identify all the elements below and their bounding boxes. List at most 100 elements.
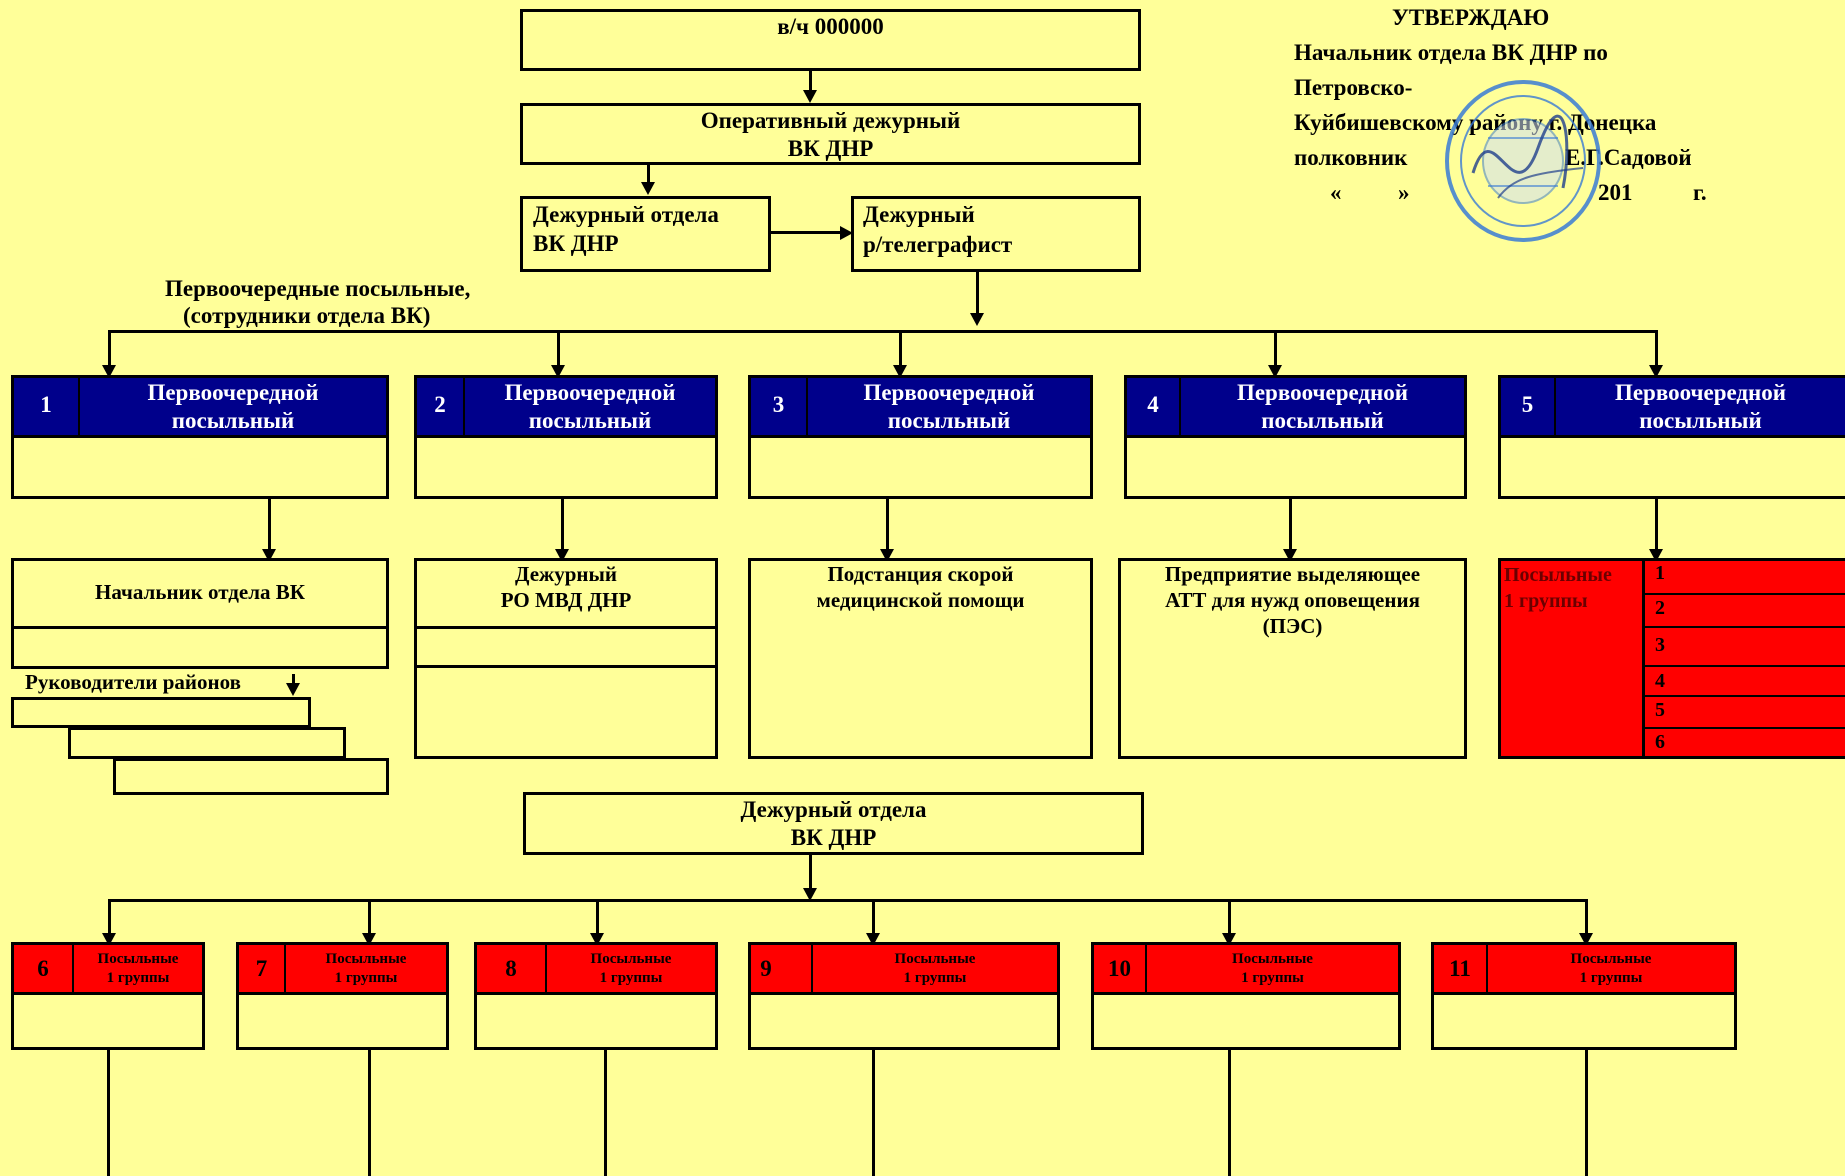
- group1-label-line1: Посыльные: [1504, 564, 1612, 586]
- connector: [596, 899, 599, 939]
- divider: [78, 378, 80, 437]
- divider: [11, 992, 205, 995]
- connector: [1228, 899, 1231, 939]
- divider: [545, 945, 547, 993]
- arrow-down-icon: [641, 182, 655, 195]
- divider: [1645, 695, 1845, 697]
- connector: [976, 272, 979, 315]
- priority-messenger-2-label-1: Первоочередной: [504, 380, 676, 405]
- priority-messenger-4-header: [1127, 378, 1464, 437]
- connector-bus: [108, 330, 1658, 333]
- group1-messengers-box: [1498, 558, 1845, 759]
- ambulance-line1: Подстанция скорой: [827, 562, 1014, 586]
- approval-line1: Начальник отдела ВК ДНР по: [1294, 40, 1608, 65]
- approval-year: 201: [1598, 180, 1633, 205]
- ambulance-line2: медицинской помощи: [816, 588, 1025, 612]
- connector: [1274, 330, 1277, 372]
- duty-officer-line1: Оперативный дежурный: [700, 108, 961, 133]
- group-messenger-10-number: 10: [1108, 956, 1131, 981]
- connector: [292, 674, 295, 690]
- duty-officer-line2: ВК ДНР: [787, 136, 874, 161]
- unit-label: в/ч 000000: [777, 14, 884, 39]
- connector: [886, 499, 889, 554]
- priority-messenger-3-number: 3: [772, 392, 785, 417]
- district-heads-label: Руководители районов: [25, 670, 241, 694]
- district-head-box-3: [113, 758, 389, 795]
- telegraph-line1: Дежурный: [863, 202, 975, 227]
- group1-item-3: 3: [1655, 634, 1665, 656]
- group-messenger-10-header: [1094, 945, 1398, 993]
- connector: [809, 855, 812, 895]
- group-messenger-7-number: 7: [255, 956, 268, 981]
- connector: [1655, 499, 1658, 554]
- divider: [284, 945, 286, 993]
- approval-quote-close: »: [1398, 180, 1410, 205]
- telegraph-box: [851, 196, 1141, 272]
- divider: [1486, 945, 1488, 993]
- bottom-dept-duty-line1: Дежурный отдела: [740, 797, 927, 822]
- bottom-dept-duty-box: [523, 792, 1144, 855]
- priority-messenger-1-number: 1: [40, 392, 52, 417]
- approval-rank: полковник: [1294, 145, 1408, 170]
- divider: [748, 435, 1093, 438]
- priority-messenger-5-label-1: Первоочередной: [1614, 380, 1787, 405]
- group-messenger-6-header: [14, 945, 202, 993]
- unit-box: [520, 9, 1141, 71]
- priority-messenger-2-number: 2: [434, 392, 446, 417]
- district-head-box-1: [11, 697, 311, 728]
- priority-messenger-4-label-1: Первоочередной: [1236, 380, 1409, 405]
- connector: [1289, 499, 1292, 554]
- connector: [368, 899, 371, 939]
- duty-officer-box: [520, 103, 1141, 165]
- divider: [1124, 435, 1467, 438]
- group-messenger-6-label-1: Посыльные: [97, 951, 179, 967]
- group-messenger-10-label-1: Посыльные: [1232, 951, 1313, 967]
- divider: [72, 945, 74, 993]
- connector: [557, 330, 560, 372]
- connector: [604, 1050, 607, 1176]
- enterprise-line1: Предприятие выделяющее: [1164, 562, 1421, 586]
- connector: [872, 899, 875, 939]
- priority-messenger-1-label-2: посыльный: [171, 408, 295, 433]
- priority-messenger-1-header: [14, 378, 386, 437]
- connector: [809, 71, 812, 93]
- head-of-dept-label: Начальник отдела ВК: [95, 580, 305, 604]
- group1-item-4: 4: [1655, 670, 1665, 692]
- connector: [268, 499, 271, 554]
- divider: [1554, 378, 1556, 437]
- police-duty-line2: РО МВД ДНР: [500, 588, 632, 612]
- connector: [108, 899, 111, 939]
- priority-messenger-1-label-1: Первоочередной: [147, 380, 319, 405]
- dept-duty-box: [520, 196, 771, 272]
- group-messenger-7-label-2: 1 группы: [334, 970, 398, 986]
- group-messenger-9-label-1: Посыльные: [894, 951, 976, 967]
- enterprise-line3: (ПЭС): [1262, 614, 1323, 638]
- divider: [11, 626, 389, 629]
- connector: [1585, 899, 1588, 939]
- divider: [806, 378, 808, 437]
- connector: [647, 165, 650, 183]
- connector: [872, 1050, 875, 1176]
- group-messenger-8-label-1: Посыльные: [590, 951, 672, 967]
- group-messenger-9-label-2: 1 группы: [903, 970, 967, 986]
- connector: [1228, 1050, 1231, 1176]
- connector: [368, 1050, 371, 1176]
- divider: [414, 435, 718, 438]
- dept-duty-line1: Дежурный отдела: [533, 202, 719, 227]
- priority-messenger-2-label-2: посыльный: [528, 408, 652, 433]
- connector: [561, 499, 564, 554]
- police-duty-line1: Дежурный: [514, 562, 618, 586]
- connector: [1655, 330, 1658, 372]
- divider: [1179, 378, 1181, 437]
- priority-messenger-4-number: 4: [1147, 392, 1159, 417]
- approval-line3: Куйбишевскому району г. Донецка: [1294, 110, 1657, 135]
- divider: [1498, 435, 1845, 438]
- approval-name: Е.Г.Садовой: [1565, 145, 1692, 170]
- divider: [414, 665, 718, 668]
- priority-messenger-3-label-2: посыльный: [887, 408, 1011, 433]
- messengers-label-line2: (сотрудники отдела ВК): [183, 303, 431, 328]
- arrow-down-icon: [102, 365, 116, 378]
- divider: [1091, 992, 1401, 995]
- group1-item-5: 5: [1655, 699, 1665, 721]
- approval-title: УТВЕРЖДАЮ: [1392, 5, 1550, 30]
